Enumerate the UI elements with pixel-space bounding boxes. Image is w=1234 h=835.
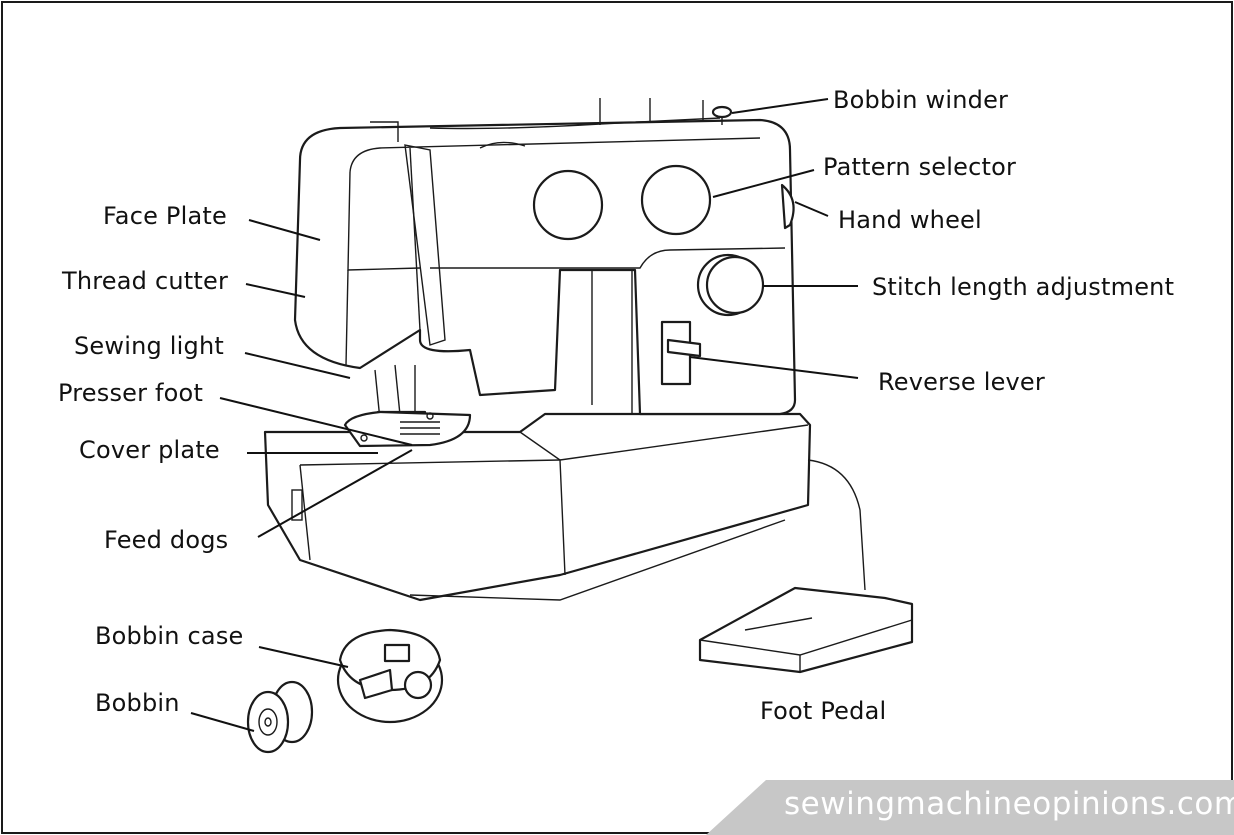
label-foot-pedal: Foot Pedal xyxy=(760,697,887,725)
label-bobbin-case: Bobbin case xyxy=(95,622,244,650)
label-reverse-lever: Reverse lever xyxy=(878,368,1045,396)
spool-pins xyxy=(599,98,733,125)
label-bobbin-winder: Bobbin winder xyxy=(833,86,1009,114)
dials xyxy=(532,164,795,386)
label-feed-dogs: Feed dogs xyxy=(104,526,229,554)
leader-lines xyxy=(190,98,859,732)
presser-bar-lifter xyxy=(370,121,399,142)
label-thread-cutter: Thread cutter xyxy=(62,267,229,295)
foot-pedal-illustration xyxy=(698,459,914,674)
needle-assembly xyxy=(343,364,472,448)
label-bobbin: Bobbin xyxy=(95,689,180,717)
bobbin-case-illustration xyxy=(336,628,444,724)
label-face-plate: Face Plate xyxy=(103,202,227,230)
label-hand-wheel: Hand wheel xyxy=(838,206,982,234)
machine-base xyxy=(263,412,812,602)
label-presser-foot: Presser foot xyxy=(58,379,204,407)
label-stitch-length-adjustment: Stitch length adjustment xyxy=(872,273,1175,301)
label-pattern-selector: Pattern selector xyxy=(823,153,1017,181)
watermark-text: sewingmachineopinions.com xyxy=(784,786,1234,822)
watermark-banner xyxy=(706,780,1234,835)
label-sewing-light: Sewing light xyxy=(74,332,224,360)
bobbin-illustration xyxy=(246,680,314,754)
label-cover-plate: Cover plate xyxy=(79,436,220,464)
